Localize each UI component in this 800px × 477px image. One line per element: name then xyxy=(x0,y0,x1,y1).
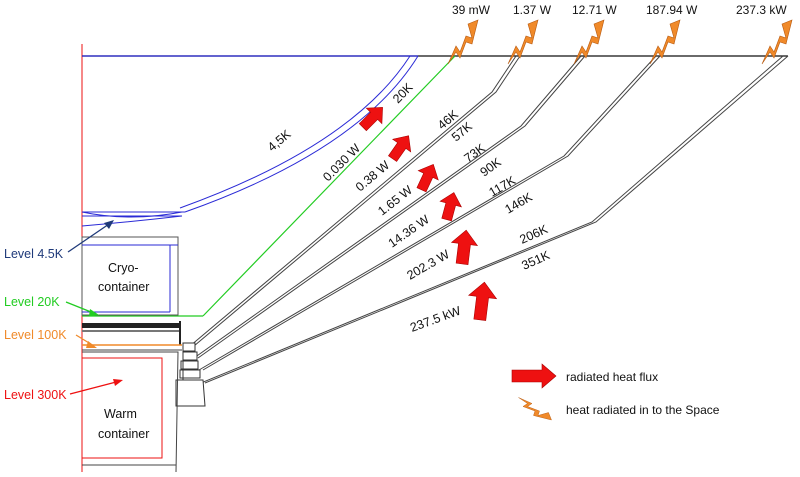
level-300k: Level 300K xyxy=(4,379,123,402)
level-300k-label: Level 300K xyxy=(4,388,67,402)
space-flux-4: 187.94 W xyxy=(646,3,698,17)
legend-red-arrow-icon xyxy=(511,363,557,389)
flange-stack xyxy=(175,342,206,407)
legend-bolt-icon xyxy=(518,397,552,421)
temp-45k: 4,5K xyxy=(265,127,294,155)
bolt-icon-5 xyxy=(761,19,793,65)
cryo-container: Cryo- container xyxy=(81,236,179,316)
space-flux-2: 1.37 W xyxy=(513,3,552,17)
bolt-icon-1 xyxy=(447,19,479,65)
temp-20k: 20K xyxy=(390,80,416,106)
space-flux-1: 39 mW xyxy=(452,3,491,17)
heat-h6: 237.5 kW xyxy=(408,304,463,335)
warm-container: Warm container xyxy=(81,351,179,473)
legend-radiated-label: radiated heat flux xyxy=(566,370,658,384)
space-flux-labels: 39 mW 1.37 W 12.71 W 187.94 W 237.3 kW xyxy=(452,3,787,17)
legend: radiated heat flux heat radiated in to t… xyxy=(511,363,720,421)
red-arrow-3 xyxy=(416,164,439,193)
bolt-icon-3 xyxy=(573,19,605,65)
space-flux-3: 12.71 W xyxy=(572,3,617,17)
level-4k5-label: Level 4.5K xyxy=(4,247,64,261)
level-100k: Level 100K xyxy=(4,328,97,348)
temperature-labels: 4,5K 20K 46K 57K 73K 90K 117K 146K 206K … xyxy=(265,80,553,273)
bolt-icon-4 xyxy=(649,19,681,65)
level-20k-label: Level 20K xyxy=(4,295,60,309)
red-arrow-1 xyxy=(358,107,383,132)
cryo-label-1: Cryo- xyxy=(108,261,139,275)
heat-h4: 14.36 W xyxy=(386,212,432,250)
warm-label-2: container xyxy=(98,427,149,441)
bolt-icon-2 xyxy=(507,19,539,65)
red-arrow-6 xyxy=(467,281,498,321)
heat-h5: 202.3 W xyxy=(405,247,452,283)
temp-90k: 90K xyxy=(478,155,505,180)
red-arrow-5 xyxy=(450,229,479,265)
heat-h1: 0.030 W xyxy=(320,141,363,184)
space-heat-bolts xyxy=(447,19,793,65)
temp-146k: 146K xyxy=(503,190,536,217)
warm-label-1: Warm xyxy=(104,407,137,421)
red-arrow-2 xyxy=(388,135,412,162)
cryo-label-2: container xyxy=(98,280,149,294)
shield-100k-band xyxy=(82,321,182,351)
shield-4k5 xyxy=(81,55,419,227)
heat-flux-arrows xyxy=(358,107,498,321)
heat-h2: 0.38 W xyxy=(353,158,392,194)
level-20k: Level 20K xyxy=(4,295,99,316)
level-100k-label: Level 100K xyxy=(4,328,67,342)
shield-lines xyxy=(189,55,789,384)
red-arrow-4 xyxy=(439,192,462,222)
legend-space-label: heat radiated in to the Space xyxy=(566,403,720,417)
level-4k5: Level 4.5K xyxy=(4,220,114,261)
space-flux-5: 237.3 kW xyxy=(736,3,787,17)
temp-117k: 117K xyxy=(487,173,519,200)
shield-20k xyxy=(82,55,456,317)
